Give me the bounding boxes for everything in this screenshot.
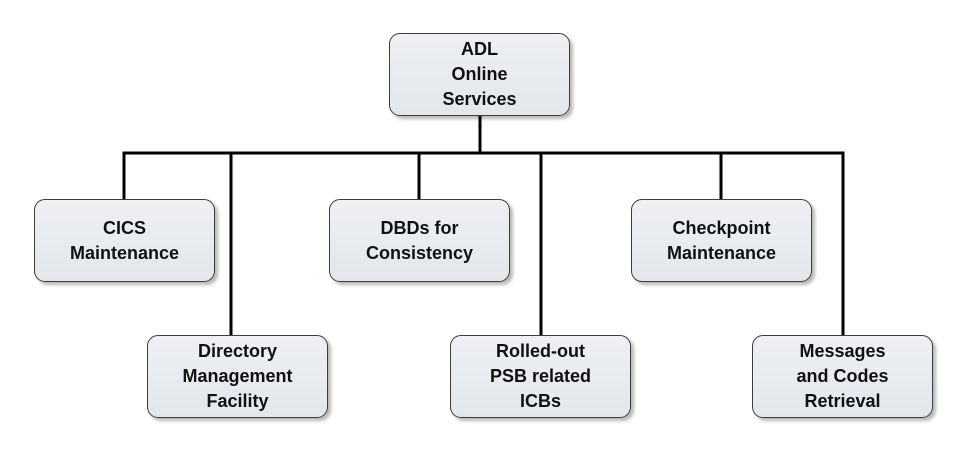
node-label-line: PSB related — [489, 366, 592, 386]
node-rolled-out-psb-related-icbs[interactable]: Rolled-out PSB related ICBs — [450, 335, 631, 418]
node-label-line: ADL — [461, 39, 498, 59]
node-label-line: DBDs for — [380, 217, 459, 238]
node-label-line: Consistency — [365, 242, 474, 263]
node-messages-and-codes-retrieval[interactable]: Messages and Codes Retrieval — [752, 335, 933, 418]
node-label-line: Maintenance — [69, 242, 180, 263]
node-label-line: Services — [442, 89, 517, 109]
node-label-line: Management — [182, 366, 293, 386]
node-label-line: Rolled-out — [496, 341, 585, 361]
node-label-line: ICBs — [519, 391, 561, 411]
node-checkpoint-maintenance[interactable]: Checkpoint Maintenance — [631, 199, 812, 282]
node-label-line: Maintenance — [666, 242, 777, 263]
node-label-line: Online — [451, 64, 508, 84]
node-label-line: Checkpoint — [672, 217, 771, 238]
node-cics-maintenance[interactable]: CICS Maintenance — [34, 199, 215, 282]
node-label-line: Retrieval — [804, 391, 881, 411]
node-label-line: CICS — [102, 217, 146, 238]
node-label-line: and Codes — [796, 366, 889, 386]
node-label-line: Directory — [197, 341, 278, 361]
node-label-line: Messages — [799, 341, 886, 361]
node-dbds-for-consistency[interactable]: DBDs for Consistency — [329, 199, 510, 282]
node-label-line: Facility — [206, 391, 269, 411]
node-directory-management-facility[interactable]: Directory Management Facility — [147, 335, 328, 418]
root-node-adl-online-services[interactable]: ADL Online Services — [389, 33, 570, 116]
